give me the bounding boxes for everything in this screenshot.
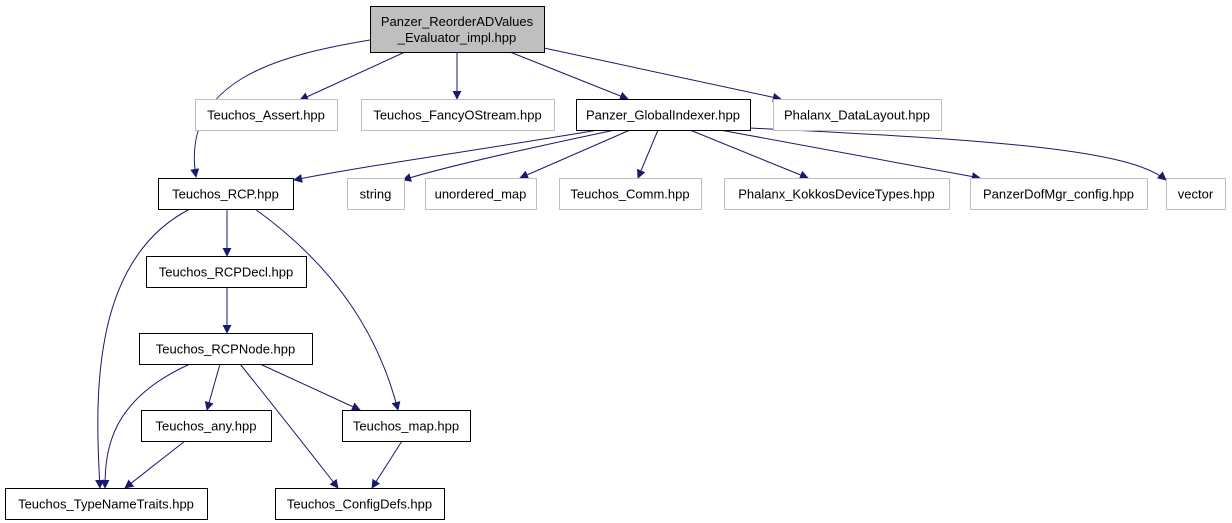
node-box	[576, 99, 751, 131]
edge-panzer_globalindexer-to-teuchos_rcp	[293, 129, 599, 183]
node-box	[773, 99, 942, 131]
node-box	[724, 178, 950, 210]
node-teuchos-any[interactable]: Teuchos_any.hpp	[141, 410, 272, 442]
node-vector[interactable]: vector	[1166, 178, 1226, 210]
edge-root-to-teuchos_rcp	[190, 39, 371, 178]
node-label: Teuchos_RCPDecl.hpp	[159, 265, 293, 280]
node-teuchos-comm[interactable]: Teuchos_Comm.hpp	[559, 178, 702, 210]
edge-panzer_globalindexer-to-phalanx_kokkosdevicetypes	[689, 129, 809, 180]
nodes: Panzer_ReorderADValues_Evaluator_impl.hp…	[5, 6, 1226, 520]
edge-teuchos_map-to-teuchos_configdefs	[371, 440, 403, 489]
edge-panzer_globalindexer-to-string	[402, 129, 616, 182]
node-label: PanzerDofMgr_config.hpp	[983, 187, 1134, 202]
node-panzer-globalindexer[interactable]: Panzer_GlobalIndexer.hpp	[576, 99, 751, 131]
edge-root-to-phalanx_datalayout	[543, 47, 782, 102]
node-teuchos-rcpdecl[interactable]: Teuchos_RCPDecl.hpp	[146, 256, 307, 288]
node-unordered-map[interactable]: unordered_map	[425, 178, 537, 210]
edge-panzer_globalindexer-to-teuchos_comm	[636, 129, 659, 179]
node-teuchos-configdefs[interactable]: Teuchos_ConfigDefs.hpp	[275, 488, 445, 520]
edge-root-to-panzer_globalindexer	[509, 51, 629, 101]
edge-panzer_globalindexer-to-vector	[749, 127, 1167, 181]
edge-teuchos_rcpnode-to-teuchos_map	[259, 363, 361, 411]
node-label: vector	[1178, 187, 1214, 202]
node-label: Phalanx_DataLayout.hpp	[784, 108, 930, 123]
node-label: Teuchos_Comm.hpp	[570, 187, 689, 202]
node-box	[5, 488, 208, 520]
node-box	[141, 410, 272, 442]
edge-panzer_globalindexer-to-unordered_map	[519, 129, 631, 179]
node-root[interactable]: Panzer_ReorderADValues_Evaluator_impl.hp…	[370, 6, 545, 53]
node-box	[146, 256, 307, 288]
node-box	[347, 178, 405, 210]
edge-teuchos_rcpnode-to-teuchos_any	[204, 363, 221, 411]
node-label: string	[360, 187, 392, 202]
node-label: Teuchos_TypeNameTraits.hpp	[18, 497, 194, 512]
node-label: Teuchos_RCPNode.hpp	[156, 342, 295, 357]
node-box	[370, 6, 545, 53]
node-label: Phalanx_KokkosDeviceTypes.hpp	[738, 187, 935, 202]
node-box	[559, 178, 702, 210]
edge-teuchos_rcpnode-to-teuchos_typenametraits	[100, 363, 191, 489]
node-string[interactable]: string	[347, 178, 405, 210]
node-label: Panzer_GlobalIndexer.hpp	[586, 108, 740, 123]
node-phalanx-datalayout[interactable]: Phalanx_DataLayout.hpp	[773, 99, 942, 131]
node-teuchos-assert[interactable]: Teuchos_Assert.hpp	[195, 99, 338, 131]
node-teuchos-rcp[interactable]: Teuchos_RCP.hpp	[158, 178, 294, 210]
edge-teuchos_any-to-teuchos_typenametraits	[124, 440, 186, 489]
edges	[95, 39, 1167, 489]
node-box	[970, 178, 1148, 210]
node-label: _Evaluator_impl.hpp	[397, 30, 517, 45]
node-box	[195, 99, 338, 131]
node-box	[275, 488, 445, 520]
node-box	[139, 333, 313, 365]
node-box	[425, 178, 537, 210]
node-phalanx-kokkosdevicetypes[interactable]: Phalanx_KokkosDeviceTypes.hpp	[724, 178, 950, 210]
node-panzerdofmgr-config[interactable]: PanzerDofMgr_config.hpp	[970, 178, 1148, 210]
node-box	[1166, 178, 1226, 210]
node-label: unordered_map	[435, 187, 527, 202]
node-label: Teuchos_ConfigDefs.hpp	[287, 497, 432, 512]
node-box	[158, 178, 294, 210]
edge-teuchos_rcp-to-teuchos_map	[254, 208, 401, 411]
node-label: Teuchos_FancyOStream.hpp	[373, 108, 541, 123]
node-label: Panzer_ReorderADValues	[381, 14, 534, 29]
node-box	[361, 99, 555, 131]
node-label: Teuchos_any.hpp	[156, 419, 257, 434]
edge-teuchos_rcp-to-teuchos_typenametraits	[95, 208, 191, 489]
edge-root-to-teuchos_assert	[299, 51, 406, 101]
node-label: Teuchos_map.hpp	[353, 419, 459, 434]
node-label: Teuchos_Assert.hpp	[207, 108, 325, 123]
node-box	[342, 410, 471, 442]
node-teuchos-map[interactable]: Teuchos_map.hpp	[342, 410, 471, 442]
edge-panzer_globalindexer-to-panzerdofmgr_config	[719, 129, 981, 181]
edge-teuchos_rcpnode-to-teuchos_configdefs	[239, 363, 339, 489]
node-label: Teuchos_RCP.hpp	[172, 187, 279, 202]
node-teuchos-typenametraits[interactable]: Teuchos_TypeNameTraits.hpp	[5, 488, 208, 520]
node-teuchos-rcpnode[interactable]: Teuchos_RCPNode.hpp	[139, 333, 313, 365]
node-teuchos-fancyostream[interactable]: Teuchos_FancyOStream.hpp	[361, 99, 555, 131]
